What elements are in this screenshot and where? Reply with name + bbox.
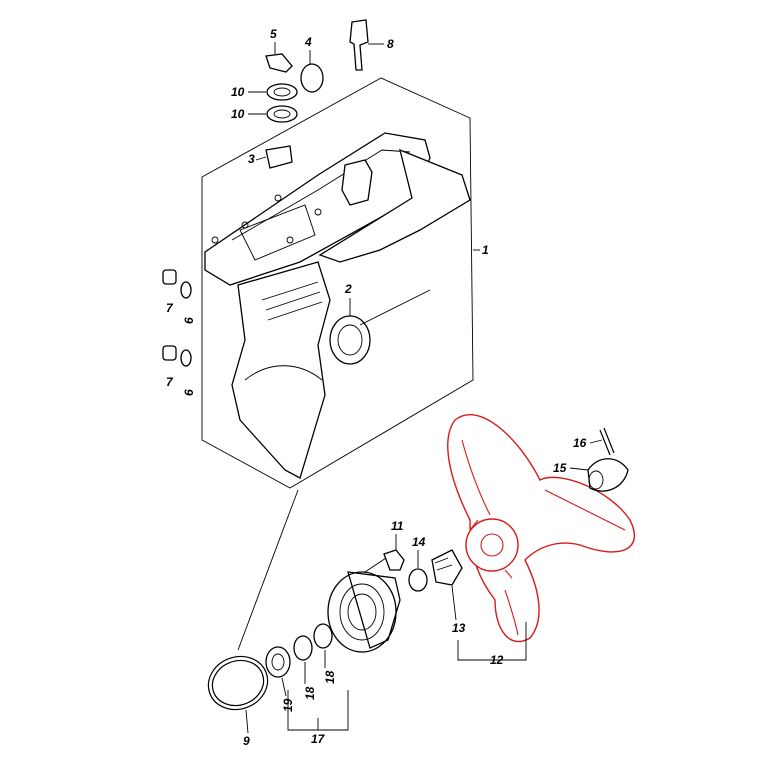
- part-number-3: 3: [248, 152, 255, 166]
- part-number-16: 16: [573, 436, 587, 450]
- part-number-5: 5: [270, 27, 277, 41]
- part-number-15: 15: [553, 461, 567, 475]
- part-number-14: 14: [412, 535, 426, 549]
- part-number-19: 19: [281, 698, 295, 712]
- part-number-4: 4: [304, 35, 312, 49]
- part-number-12: 12: [490, 653, 504, 667]
- part-number-8: 8: [387, 37, 394, 51]
- part-number-17: 17: [311, 732, 326, 746]
- part-number-18-right: 18: [323, 670, 337, 684]
- part-number-9: 9: [243, 734, 250, 748]
- part-number-18-left: 18: [303, 686, 317, 700]
- part-number-10-lower: 10: [231, 107, 245, 121]
- part-number-13: 13: [452, 621, 466, 635]
- part-number-6-lower: 6: [182, 389, 196, 396]
- part-number-6-upper: 6: [182, 317, 196, 324]
- part-number-1: 1: [482, 243, 489, 257]
- part-number-7-upper: 7: [166, 301, 174, 315]
- bearing-carrier-assembly[interactable]: [201, 549, 428, 731]
- part-number-7-lower: 7: [166, 375, 174, 389]
- part-number-2: 2: [344, 282, 352, 296]
- gear-case-assembly[interactable]: [162, 19, 474, 651]
- part-number-10-upper: 10: [231, 85, 245, 99]
- part-number-11: 11: [391, 519, 404, 533]
- part-number-labels: 1 2 3 4 5 6 6 7 7 8 9 10 10 11 12 13 14 …: [166, 27, 603, 748]
- propeller-assembly[interactable]: [431, 414, 636, 661]
